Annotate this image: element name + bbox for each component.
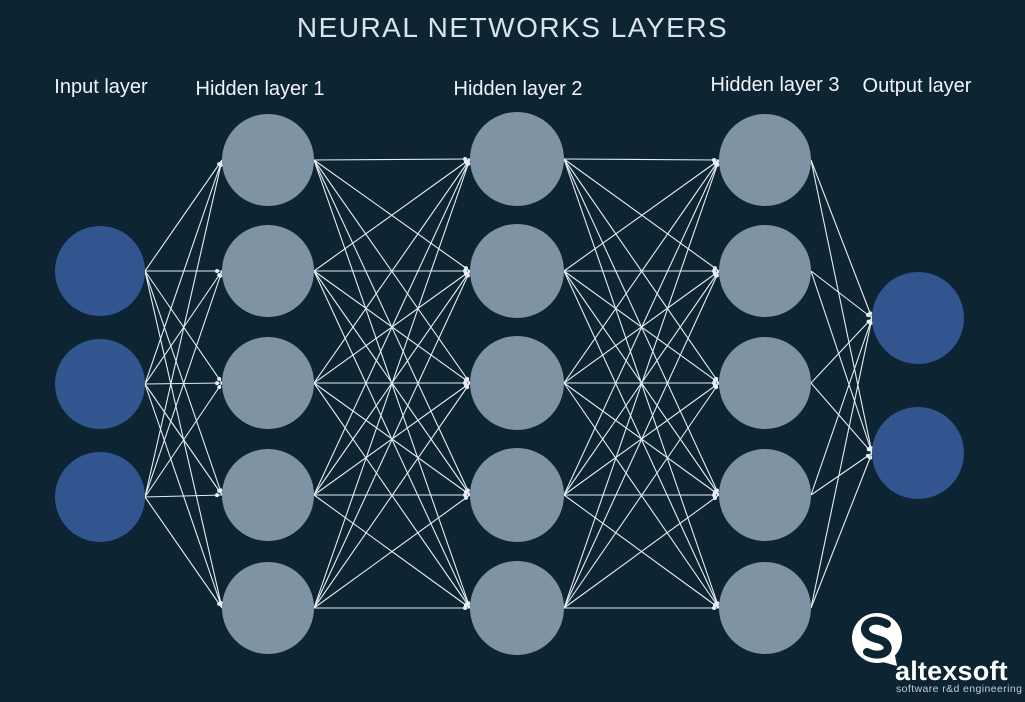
logo-brand-text: altexsoft xyxy=(895,656,1008,686)
node-hidden-1-5 xyxy=(222,562,314,654)
edge-hidden-1-2-to-hidden-2-1 xyxy=(313,158,471,272)
node-hidden-2-2 xyxy=(470,224,564,318)
edge-arrow-dot xyxy=(217,488,222,493)
edge-hidden-1-5-to-hidden-2-2 xyxy=(313,270,471,609)
edge-input-3-to-hidden-1-5 xyxy=(144,496,223,609)
altexsoft-logo: altexsoft software r&d engineering xyxy=(845,600,1023,700)
edge-arrow-dot xyxy=(217,385,222,390)
edge-hidden-3-5-to-output-2 xyxy=(810,452,873,609)
edge-arrow-dot xyxy=(715,162,720,167)
edge-hidden-2-3-to-hidden-3-1 xyxy=(563,159,720,384)
edge-hidden-3-5-to-output-1 xyxy=(810,317,873,609)
edge-arrow-dot xyxy=(463,495,468,500)
edge-arrow-dot xyxy=(215,269,219,273)
edge-hidden-3-1-to-output-2 xyxy=(810,159,873,454)
edge-hidden-2-4-to-hidden-3-1 xyxy=(563,159,720,496)
node-hidden-2-4 xyxy=(470,448,564,542)
node-hidden-1-2 xyxy=(222,225,314,317)
edge-arrow-dot xyxy=(218,162,223,167)
edge-arrow-dot xyxy=(714,273,719,278)
node-hidden-2-5 xyxy=(470,561,564,655)
logo-tagline: software r&d engineering xyxy=(896,683,1023,695)
node-hidden-3-1 xyxy=(719,114,811,206)
layer-label-hidden-1: Hidden layer 1 xyxy=(195,78,325,100)
diagram-title: NEURAL NETWORKS LAYERS xyxy=(296,12,729,43)
edge-arrow-dot xyxy=(712,495,717,500)
edge-hidden-3-4-to-output-2 xyxy=(810,452,873,496)
node-hidden-3-3 xyxy=(719,337,811,429)
logo-s-glyph xyxy=(861,616,892,659)
node-hidden-3-2 xyxy=(719,225,811,317)
layer-label-output: Output layer xyxy=(862,75,972,97)
edge-hidden-2-5-to-hidden-3-1 xyxy=(563,159,720,609)
altexsoft-logo-icon xyxy=(852,613,902,666)
edge-arrow-dot xyxy=(465,385,470,390)
edge-hidden-1-5-to-hidden-2-4 xyxy=(313,494,471,609)
edge-hidden-3-2-to-output-2 xyxy=(810,270,873,454)
edge-arrow-dot xyxy=(868,320,873,325)
edge-arrow-dot xyxy=(466,161,471,166)
edge-input-1-to-hidden-1-1 xyxy=(144,159,223,272)
edge-arrow-dot xyxy=(866,447,871,452)
node-input-3 xyxy=(55,452,145,542)
edge-arrow-dot xyxy=(465,273,470,278)
edge-arrow-dot xyxy=(215,493,220,498)
edge-arrow-dot xyxy=(218,273,223,278)
edge-hidden-3-2-to-output-1 xyxy=(810,270,873,319)
edge-arrow-dot xyxy=(215,381,220,386)
node-output-1 xyxy=(872,272,964,364)
layer-label-hidden-2: Hidden layer 2 xyxy=(453,78,583,100)
edge-hidden-2-5-to-hidden-3-2 xyxy=(563,270,720,609)
edge-hidden-3-4-to-output-1 xyxy=(810,317,873,496)
node-hidden-3-4 xyxy=(719,449,811,541)
edge-hidden-3-3-to-output-1 xyxy=(810,317,873,384)
edge-arrow-dot xyxy=(217,601,222,606)
node-hidden-1-1 xyxy=(222,114,314,206)
edge-hidden-2-5-to-hidden-3-3 xyxy=(563,382,720,609)
edge-hidden-3-3-to-output-2 xyxy=(810,382,873,454)
node-hidden-3-5 xyxy=(719,562,811,654)
node-input-1 xyxy=(55,226,145,316)
edge-arrow-dot xyxy=(463,606,467,610)
edge-arrow-dot xyxy=(714,385,719,390)
layer-label-input: Input layer xyxy=(54,76,148,98)
node-hidden-2-3 xyxy=(470,336,564,430)
edge-hidden-1-5-to-hidden-2-1 xyxy=(313,158,471,609)
edge-input-3-to-hidden-1-1 xyxy=(144,159,223,498)
edge-hidden-1-5-to-hidden-2-3 xyxy=(313,382,471,609)
edge-arrow-dot xyxy=(217,376,222,381)
node-hidden-1-4 xyxy=(222,449,314,541)
edge-hidden-1-4-to-hidden-2-1 xyxy=(313,158,471,496)
edge-hidden-2-5-to-hidden-3-4 xyxy=(563,494,720,609)
edge-arrow-dot xyxy=(868,455,873,460)
edge-arrow-dot xyxy=(866,312,871,317)
edge-input-3-to-hidden-1-2 xyxy=(144,270,223,498)
edge-hidden-1-3-to-hidden-2-1 xyxy=(313,158,471,384)
edge-hidden-2-2-to-hidden-3-1 xyxy=(563,159,720,272)
edge-hidden-1-1-to-hidden-2-1 xyxy=(313,158,471,161)
node-output-2 xyxy=(872,407,964,499)
layer-label-hidden-3: Hidden layer 3 xyxy=(710,74,840,96)
edge-arrow-dot xyxy=(712,606,716,610)
edge-input-2-to-hidden-1-1 xyxy=(144,159,223,385)
edge-input-3-to-hidden-1-3 xyxy=(144,382,223,498)
edge-hidden-2-1-to-hidden-3-1 xyxy=(563,158,720,161)
node-input-2 xyxy=(55,339,145,429)
node-hidden-1-3 xyxy=(222,337,314,429)
edge-input-3-to-hidden-1-4 xyxy=(144,494,223,498)
node-hidden-2-1 xyxy=(470,112,564,206)
edge-hidden-3-1-to-output-1 xyxy=(810,159,873,319)
